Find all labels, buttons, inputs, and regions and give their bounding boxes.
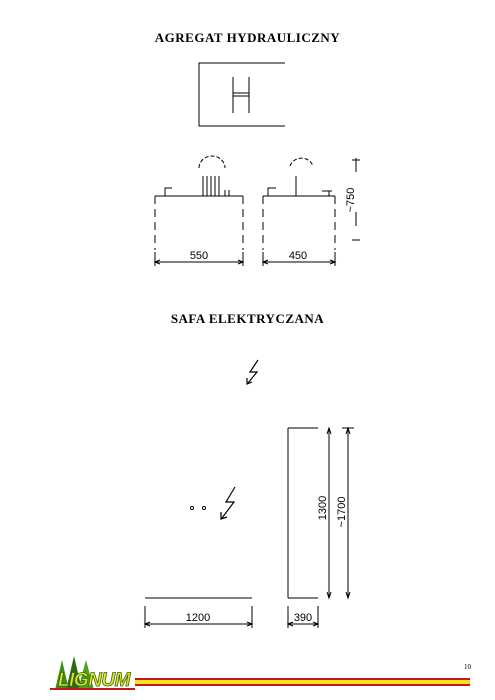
cabinet-side-view bbox=[286, 426, 354, 628]
dim-cabinet-depth: 390 bbox=[294, 612, 312, 624]
section-title-electrical-cabinet: SAFA ELEKTRYCZANA bbox=[170, 311, 325, 326]
dim-hydraulic-width-front: 550 bbox=[190, 250, 208, 262]
dim-hydraulic-width-side: 450 bbox=[289, 250, 307, 262]
dim-hydraulic-height: ~750 bbox=[345, 188, 357, 213]
hydraulic-side-view bbox=[261, 157, 360, 266]
cabinet-front-view bbox=[143, 505, 254, 628]
hydraulic-front-view bbox=[153, 155, 245, 266]
lightning-symbol-front bbox=[220, 486, 236, 520]
page-number: 10 bbox=[464, 663, 471, 671]
hydraulic-top-view bbox=[198, 62, 285, 127]
footer-bar bbox=[135, 678, 470, 686]
logo-text: LIGNUM bbox=[58, 670, 131, 692]
logo-trees-icon bbox=[50, 656, 135, 690]
lightning-symbol-top bbox=[246, 359, 259, 385]
dim-cabinet-inner-height: 1300 bbox=[317, 496, 329, 520]
dim-cabinet-width: 1200 bbox=[186, 612, 210, 624]
section-title-hydraulic-unit: AGREGAT HYDRAULICZNY bbox=[154, 30, 341, 45]
dim-cabinet-total-height: ~1700 bbox=[336, 497, 348, 528]
